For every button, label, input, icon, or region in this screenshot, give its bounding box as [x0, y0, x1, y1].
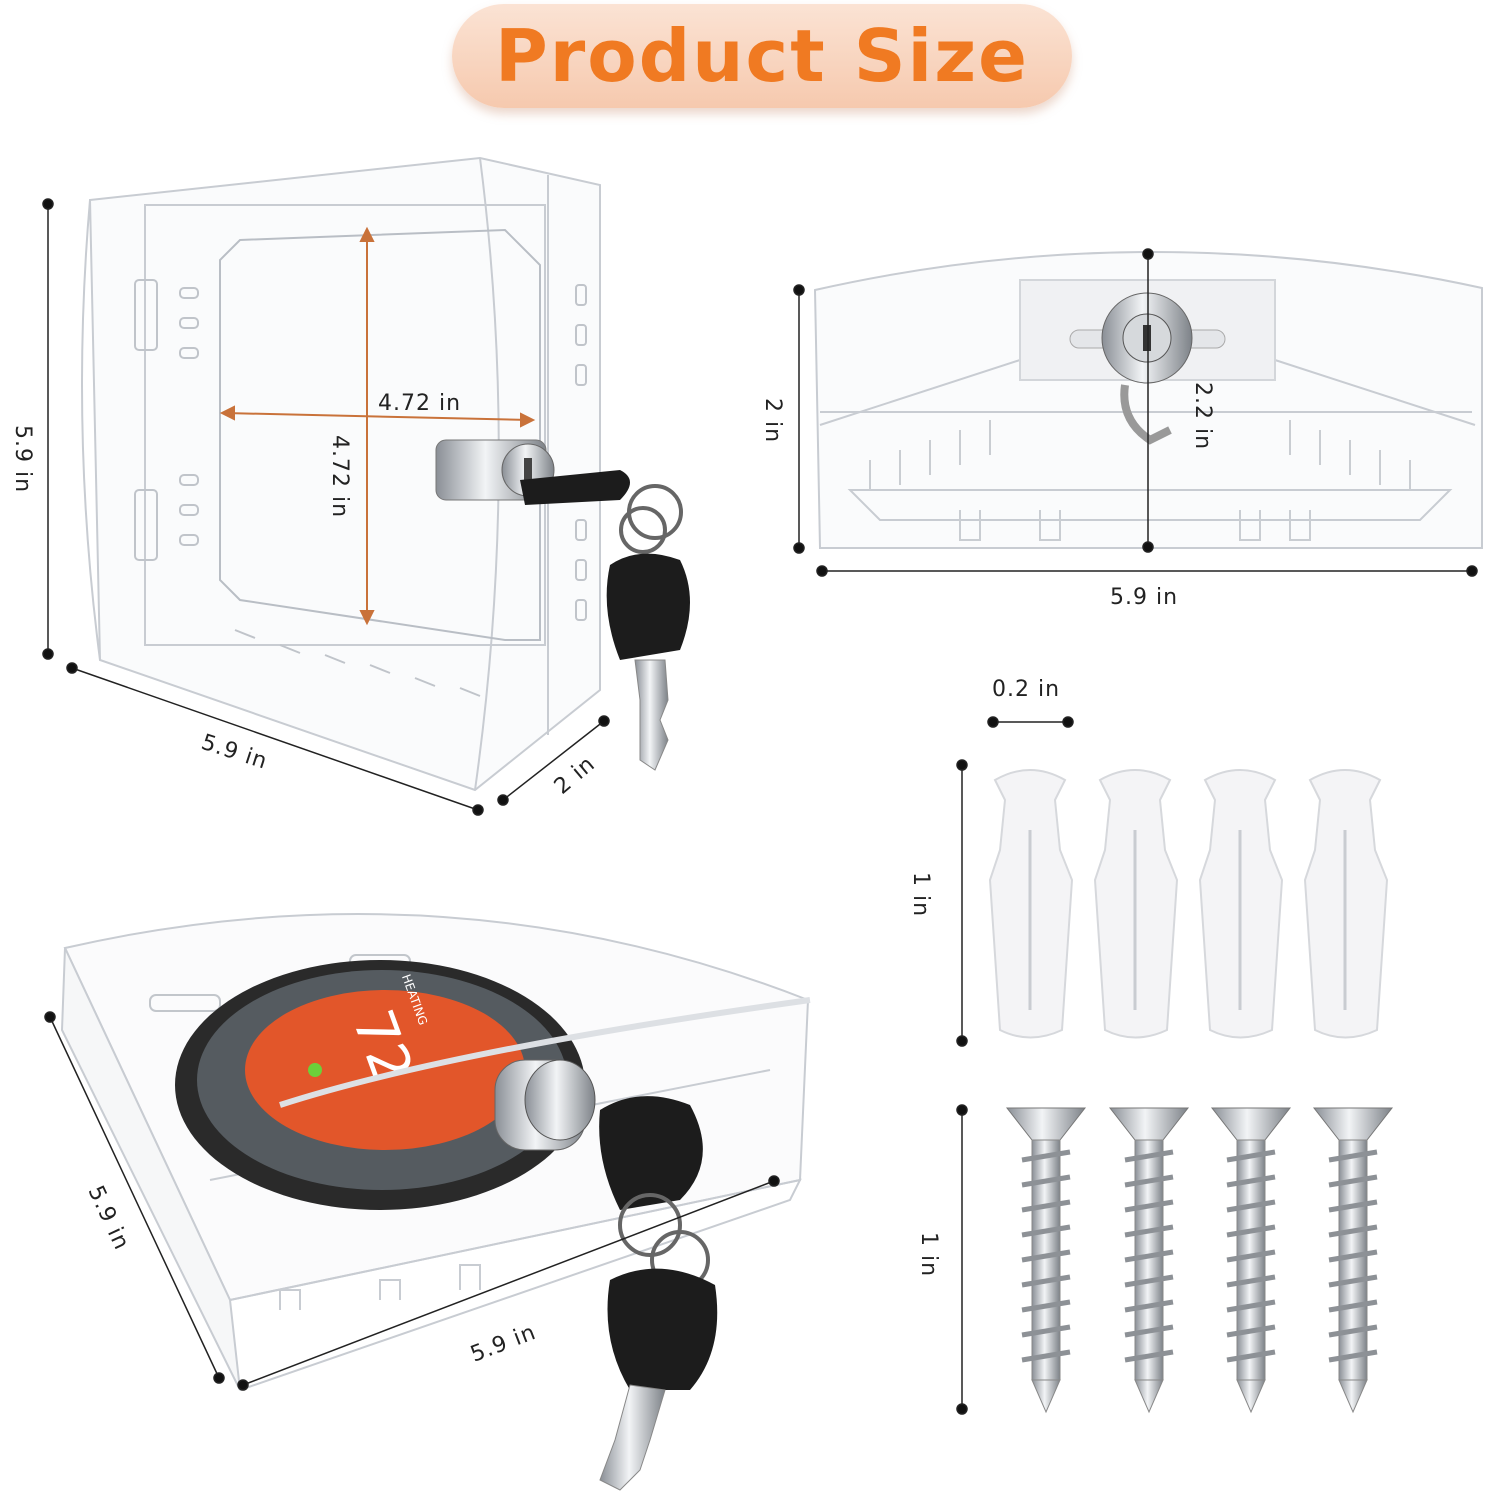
inner-height-label: 4.72 in: [327, 435, 352, 518]
wall-anchor-icon: [1303, 769, 1389, 1039]
page-title: Product Size: [452, 4, 1072, 108]
wall-anchors: [988, 769, 1389, 1039]
perspective-lock-icon: [279, 997, 811, 1491]
screw-icon: [1108, 1107, 1190, 1414]
inner-width-label: 4.72 in: [378, 391, 461, 416]
top-dimension-lines: [793, 248, 1478, 577]
screw-dimension-line: [956, 1104, 968, 1415]
front-height-label: 5.9 in: [10, 425, 35, 493]
top-height-label: 2 in: [760, 398, 785, 443]
perspective-dimension-lines: [44, 1011, 780, 1391]
screws: [1005, 1107, 1394, 1414]
wall-anchor-icon: [988, 769, 1074, 1039]
wall-anchor-icon: [1198, 769, 1284, 1039]
perspective-width-label: 5.9 in: [467, 1320, 539, 1368]
screw-length-label: 1 in: [916, 1232, 941, 1277]
front-width-label: 5.9 in: [198, 730, 270, 775]
screw-icon: [1210, 1107, 1292, 1414]
screw-icon: [1005, 1107, 1087, 1414]
wall-anchor-icon: [1093, 769, 1179, 1039]
screw-icon: [1312, 1107, 1394, 1414]
front-dimension-lines: [42, 198, 610, 816]
anchor-length-label: 1 in: [908, 872, 933, 917]
thermostat-icon: 72 HEATING: [175, 960, 585, 1210]
top-lock-height-label: 2.2 in: [1190, 382, 1215, 450]
anchor-dimension-lines: [956, 716, 1074, 1047]
page-title-text: Product Size: [495, 14, 1029, 98]
perspective-depth-label: 5.9 in: [83, 1182, 134, 1254]
front-lock-icon: [435, 439, 690, 771]
front-depth-label: 2 in: [550, 751, 601, 799]
anchor-diameter-label: 0.2 in: [992, 677, 1060, 702]
top-width-label: 5.9 in: [1110, 585, 1178, 610]
inner-dimension-arrows: [219, 226, 536, 626]
